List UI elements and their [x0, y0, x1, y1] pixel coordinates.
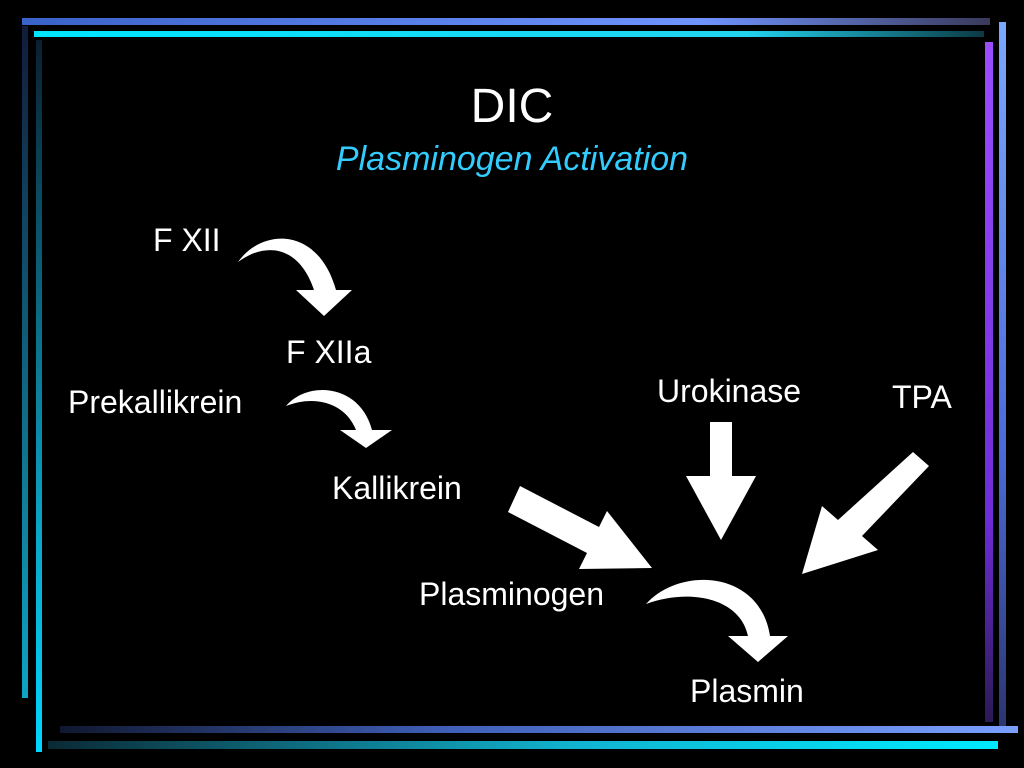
arrow-kallikrein-to-plasmin [508, 486, 652, 569]
label-fxii: F XII [153, 222, 221, 258]
slide-subtitle: Plasminogen Activation [335, 140, 689, 178]
arrow-tpa-to-plasmin [802, 452, 929, 574]
curved-arrow-fxii-to-fxiia [238, 238, 352, 316]
curved-arrow-plasminogen-to-plasmin [646, 579, 788, 662]
frame-bottom-inner-bar [60, 726, 1018, 733]
label-tpa: TPA [892, 379, 952, 415]
label-plasmin: Plasmin [690, 673, 804, 709]
label-urokinase: Urokinase [657, 373, 802, 409]
label-fxiia: F XIIa [286, 334, 372, 370]
frame-right-inner-bar [985, 42, 993, 722]
frame-right-outer-bar [999, 22, 1006, 732]
frame-left-inner-bar [36, 40, 42, 752]
slide-title: DIC [470, 80, 554, 133]
frame-left-outer-bar [22, 26, 28, 698]
label-kallikrein: Kallikrein [332, 470, 462, 506]
frame-bottom-outer-bar [48, 741, 998, 749]
label-prekallikrein: Prekallikrein [68, 384, 243, 420]
arrow-urokinase-to-plasmin [686, 422, 756, 540]
label-plasminogen: Plasminogen [419, 576, 604, 612]
curved-arrow-prekallikrein-to-kallikrein [286, 389, 392, 448]
frame-top-outer-bar [22, 18, 990, 25]
frame-top-inner-bar [34, 31, 984, 37]
